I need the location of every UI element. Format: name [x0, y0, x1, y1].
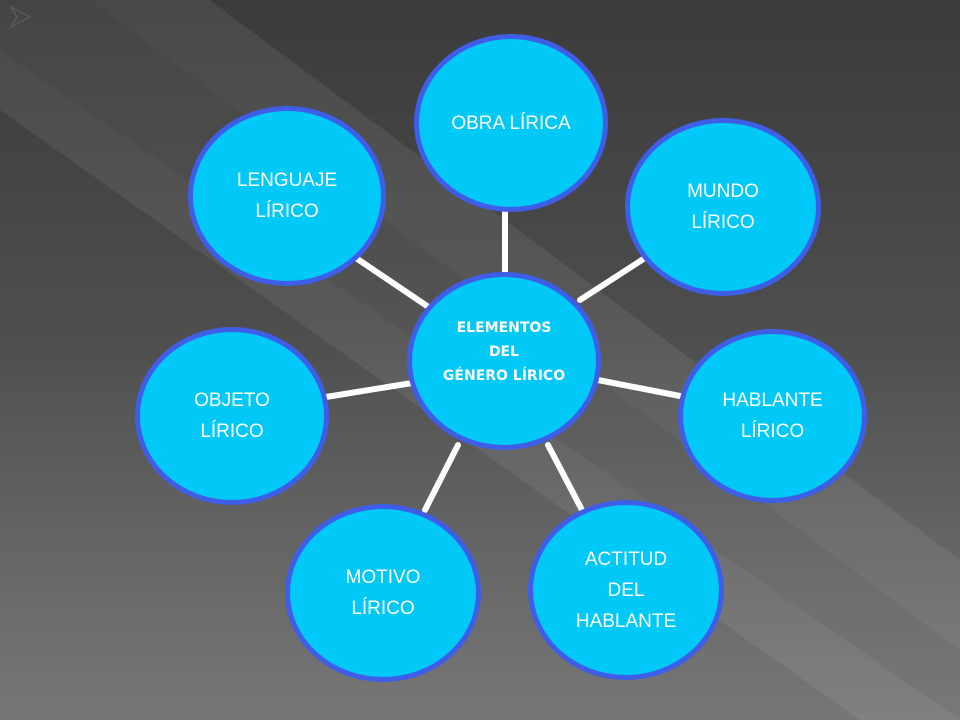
node-mundo-lirico: MUNDO LÍRICO [625, 118, 821, 296]
connector-objeto-lirico [323, 380, 415, 400]
node-actitud-del-hablante: ACTITUD DEL HABLANTE [528, 500, 724, 680]
connector-mundo-lirico [577, 253, 651, 303]
node-lenguaje-lirico: LENGUAJE LÍRICO [188, 106, 386, 286]
node-center-elementos: ELEMENTOS DEL GÉNERO LÍRICO [407, 272, 601, 450]
node-actitud-del-hablante-label: ACTITUD DEL HABLANTE [575, 548, 677, 632]
connector-motivo-lirico [422, 442, 461, 513]
node-lenguaje-lirico-label: LENGUAJE LÍRICO [236, 170, 338, 222]
node-hablante-lirico: HABLANTE LÍRICO [678, 329, 867, 503]
slide-bullet-arrow-icon [8, 5, 32, 29]
node-mundo-lirico-label: MUNDO LÍRICO [687, 181, 759, 233]
node-objeto-lirico-label: OBJETO LÍRICO [194, 390, 270, 442]
node-motivo-lirico-label: MOTIVO LÍRICO [345, 567, 421, 619]
connector-lenguaje-lirico [353, 255, 430, 309]
connector-actitud-del-hablante [545, 442, 585, 513]
node-motivo-lirico: MOTIVO LÍRICO [285, 504, 481, 682]
node-objeto-lirico: OBJETO LÍRICO [135, 327, 329, 505]
node-obra-lirica-label: OBRA LÍRICA [451, 112, 571, 134]
node-obra-lirica: OBRA LÍRICA [414, 34, 608, 212]
center-node-label: ELEMENTOS DEL GÉNERO LÍRICO [442, 320, 566, 384]
node-hablante-lirico-label: HABLANTE LÍRICO [722, 390, 823, 442]
connector-hablante-lirico [595, 377, 683, 399]
